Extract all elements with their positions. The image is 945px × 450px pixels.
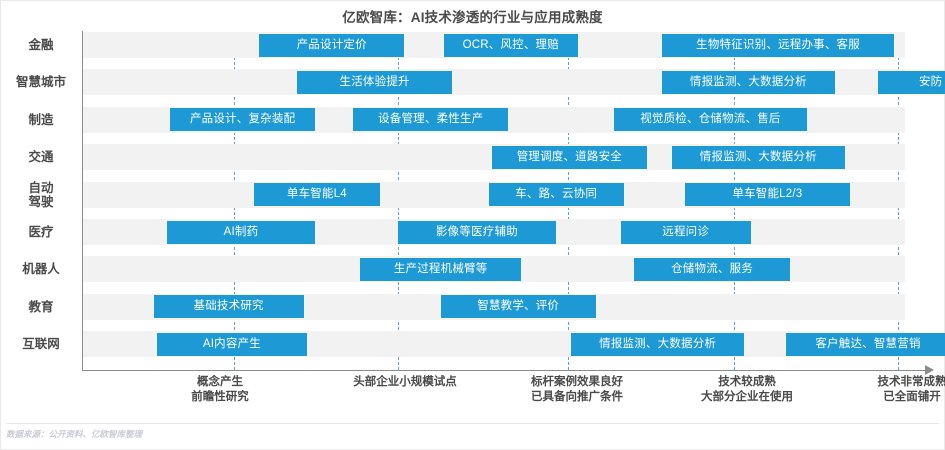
x-stage-label-3: 标杆案例效果良好 已具备向推广条件 xyxy=(531,376,623,403)
bar-segment[interactable]: OCR、风控、理赔 xyxy=(443,33,578,57)
bar-segment[interactable]: 设备管理、柔性生产 xyxy=(353,108,509,132)
page-title: 亿欧智库：AI技术渗透的行业与应用成熟度 xyxy=(342,10,603,25)
bar-segment[interactable]: 安防 xyxy=(877,70,945,94)
y-axis-label-6: 机器人 xyxy=(22,262,60,277)
bar-segment[interactable]: 情报监测、大数据分析 xyxy=(661,70,835,94)
bar-segment[interactable]: 单车智能L2/3 xyxy=(684,183,850,207)
bar-segment[interactable]: 远程问诊 xyxy=(620,220,751,244)
bar-segment[interactable]: 视觉质检、仓储物流、售后 xyxy=(613,108,807,132)
y-axis-label-5: 医疗 xyxy=(28,225,54,239)
y-axis-label-2: 制造 xyxy=(28,112,54,127)
x-stage-label-1: 概念产生 前瞻性研究 xyxy=(191,376,249,403)
source-note: 数据来源：公开资料、亿欧智库整理 xyxy=(6,429,143,439)
bar-segment[interactable]: 智慧教学、评价 xyxy=(440,295,596,319)
bar-segment[interactable]: 情报监测、大数据分析 xyxy=(571,332,745,356)
y-axis-line xyxy=(82,31,83,371)
bar-segment[interactable]: AI内容产生 xyxy=(156,332,307,356)
x-axis-line xyxy=(82,370,927,371)
x-axis-arrow-icon xyxy=(925,365,934,375)
bar-segment[interactable]: 基础技术研究 xyxy=(153,295,304,319)
bar-segment[interactable]: 情报监测、大数据分析 xyxy=(671,145,845,169)
bar-segment[interactable]: 车、路、云协同 xyxy=(488,183,624,207)
y-axis-label-3: 交通 xyxy=(28,150,54,165)
x-axis-stage-labels: 概念产生 前瞻性研究 头部企业小规模试点 标杆案例效果良好 已具备向推广条件 技术较成… xyxy=(82,375,945,415)
x-stage-label-5: 技术非常成熟 已全面铺开 xyxy=(877,376,945,403)
bar-segment[interactable]: 生产过程机械臂等 xyxy=(359,257,522,281)
y-axis-label-4: 自动 驾驶 xyxy=(28,180,54,209)
y-axis-label-1: 智慧城市 xyxy=(15,75,66,90)
bar-segment[interactable]: 单车智能L4 xyxy=(254,183,380,207)
footer-divider xyxy=(6,423,939,424)
bar-segment[interactable]: AI制药 xyxy=(166,220,316,244)
y-axis-label-7: 教育 xyxy=(28,299,54,314)
y-axis-label-0: 金融 xyxy=(28,38,54,52)
x-stage-label-4: 技术较成熟 大部分企业在使用 xyxy=(701,376,793,403)
bar-segment[interactable]: 客户触达、智慧营销 xyxy=(785,332,945,356)
y-axis-labels: 金融智慧城市制造交通自动 驾驶医疗机器人教育互联网 xyxy=(0,32,78,370)
y-axis-label-8: 互联网 xyxy=(22,337,60,352)
bar-segment[interactable]: 产品设计、复杂装配 xyxy=(170,108,316,132)
bar-segment[interactable]: 生活体验提升 xyxy=(297,70,453,94)
bar-segment[interactable]: 仓储物流、服务 xyxy=(633,257,791,281)
bar-segment[interactable]: 管理调度、道路安全 xyxy=(491,145,647,169)
bar-segment[interactable]: 生物特征识别、远程办事、客服 xyxy=(661,33,895,57)
x-stage-label-2: 头部企业小规模试点 xyxy=(353,376,457,388)
bar-segment[interactable]: 影像等医疗辅助 xyxy=(397,220,557,244)
bar-segment[interactable]: 产品设计定价 xyxy=(259,33,405,57)
